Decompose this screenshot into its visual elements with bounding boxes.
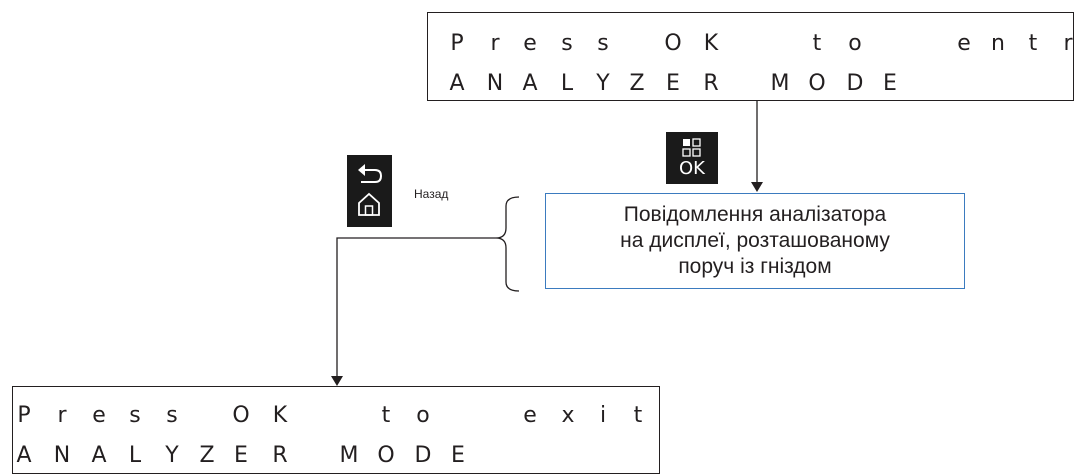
char: P (17, 402, 31, 428)
char: M (770, 70, 790, 96)
char: R (703, 70, 719, 96)
char: t (812, 30, 822, 56)
message-line: поруч із гніздом (678, 255, 832, 278)
back-label: Назад (414, 187, 449, 201)
char: Z (629, 70, 645, 96)
char: E (451, 442, 465, 468)
char: e (523, 30, 537, 56)
char: s (597, 30, 609, 56)
ok-button-label: OK (679, 158, 705, 179)
char: E (883, 70, 897, 96)
arrowhead-down-bottom (331, 376, 343, 386)
char: E (666, 70, 680, 96)
lcd-top-line1: P r e s s O K t o e n t r (428, 25, 1073, 61)
arrowhead-down-message (751, 182, 763, 192)
ok-button[interactable]: OK (666, 132, 718, 184)
char: P (450, 30, 464, 56)
char: D (846, 70, 864, 96)
char: t (1028, 30, 1038, 56)
char: O (377, 442, 395, 468)
char: E (234, 442, 248, 468)
char: K (272, 402, 288, 428)
char: r (1063, 30, 1073, 56)
char: e (957, 30, 971, 56)
char: O (808, 70, 826, 96)
char: s (166, 402, 178, 428)
char: r (57, 402, 67, 428)
char: n (991, 30, 1005, 56)
char: L (128, 442, 142, 468)
char: t (381, 402, 391, 428)
char: A (522, 70, 538, 96)
message-line: Повідомлення аналізатора (623, 203, 887, 226)
char: t (633, 402, 643, 428)
char: A (449, 70, 465, 96)
char: N (486, 70, 504, 96)
char: K (703, 30, 719, 56)
lcd-display-top: P r e s s O K t o e n t r A N A L Y Z E … (427, 12, 1074, 101)
lcd-bottom-line2: A N A L Y Z E R M O D E (13, 437, 659, 473)
char: e (523, 402, 537, 428)
char: r (490, 30, 500, 56)
char: N (53, 442, 71, 468)
lcd-display-bottom: P r e s s O K t o e x i t A N A L Y Z E … (12, 386, 660, 474)
char: Y (596, 70, 610, 96)
back-home-button[interactable] (347, 155, 392, 227)
char: o (848, 30, 862, 56)
char: Z (199, 442, 215, 468)
char: s (561, 30, 573, 56)
char: O (664, 30, 682, 56)
back-arrow-icon (358, 164, 383, 183)
char: L (560, 70, 574, 96)
char: x (561, 402, 575, 428)
char: A (91, 442, 107, 468)
home-icon (358, 192, 380, 216)
connector-brace-to-bottom (336, 237, 496, 376)
grid-icon (682, 138, 701, 157)
char: o (416, 402, 430, 428)
char: O (232, 402, 250, 428)
lcd-top-line2: A N A L Y Z E R M O D E (428, 65, 1073, 100)
char: Y (165, 442, 179, 468)
analyzer-message-box: Повідомлення аналізатора на дисплеї, роз… (545, 193, 965, 289)
message-line: на дисплеї, розташованому (620, 229, 890, 252)
brace (495, 196, 520, 292)
char: i (599, 402, 607, 428)
char: R (272, 442, 288, 468)
lcd-bottom-line1: P r e s s O K t o e x i t (13, 397, 659, 433)
char: A (16, 442, 32, 468)
char: s (129, 402, 141, 428)
char: e (92, 402, 106, 428)
char: M (339, 442, 359, 468)
char: D (414, 442, 432, 468)
